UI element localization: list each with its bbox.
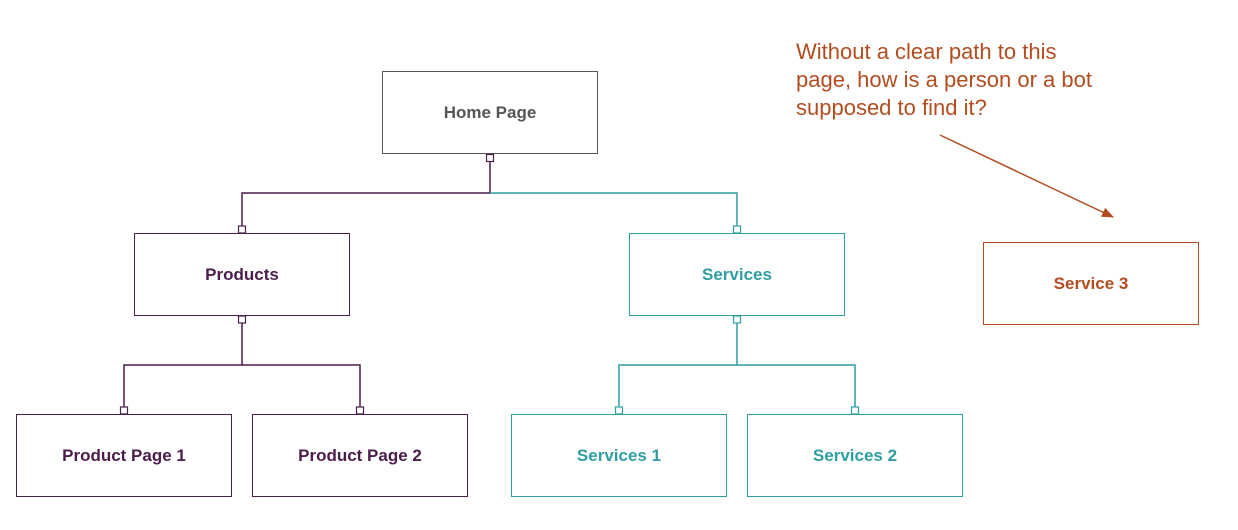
connector-services-s1 [618,323,738,410]
port-pp1-top [119,406,129,415]
port-services-top [732,225,742,234]
node-services-1-label: Services 1 [576,445,662,465]
connector-services-s2 [737,364,856,410]
node-products[interactable]: Products [134,233,350,316]
node-services-2[interactable]: Services 2 [747,414,963,497]
annotation-note: Without a clear path to this page, how i… [796,39,1092,120]
node-product-page-1-label: Product Page 1 [62,445,186,465]
node-services[interactable]: Services [629,233,845,316]
node-services-1[interactable]: Services 1 [511,414,727,497]
node-product-page-2-label: Product Page 2 [298,445,422,465]
port-products-bottom [237,315,247,324]
port-s2-top [850,406,860,415]
node-service-3-label: Service 3 [1053,273,1129,293]
connector-products-pp1 [123,323,243,410]
connector-products-pp2 [242,364,361,410]
port-products-top [237,225,247,234]
node-product-page-2[interactable]: Product Page 2 [252,414,468,497]
connector-home-services [490,192,738,229]
node-home-page-label: Home Page [443,102,537,122]
port-services-bottom [732,315,742,324]
node-services-2-label: Services 2 [812,445,898,465]
port-pp2-top [355,406,365,415]
node-product-page-1[interactable]: Product Page 1 [16,414,232,497]
node-services-label: Services [702,264,772,284]
node-home-page[interactable]: Home Page [382,71,598,154]
connector-home-products [241,158,491,229]
annotation-arrow [939,134,1114,218]
node-products-label: Products [205,264,279,284]
node-service-3[interactable]: Service 3 [983,242,1199,325]
port-s1-top [614,406,624,415]
port-home-bottom [485,153,495,163]
